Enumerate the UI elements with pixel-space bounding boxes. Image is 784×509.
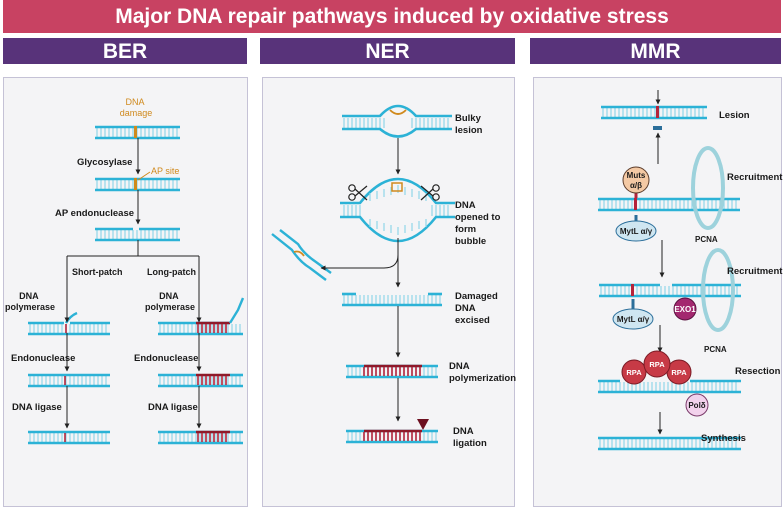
svg-text:RPA: RPA bbox=[649, 360, 665, 369]
mmr-dna-3 bbox=[599, 283, 741, 298]
mytl-protein-1: MytL α/γ bbox=[615, 215, 657, 242]
ber-dna-3 bbox=[95, 227, 180, 242]
svg-text:EXO1: EXO1 bbox=[674, 305, 696, 314]
ber-header: BER bbox=[3, 38, 247, 64]
ber-dna-2 bbox=[95, 177, 180, 192]
dna-ligation-label: DNA ligation bbox=[453, 426, 487, 449]
short-patch-label: Short-patch bbox=[72, 267, 123, 277]
dna-damage-label: DNA damage bbox=[120, 97, 153, 118]
ner-dna-1 bbox=[342, 104, 452, 138]
lesion-cap bbox=[653, 126, 662, 130]
long-patch-label: Long-patch bbox=[147, 267, 196, 277]
scissors-icon-left bbox=[348, 184, 368, 201]
dna-opened-label: DNA opened to form bubble bbox=[455, 200, 503, 247]
mmr-dna-1 bbox=[601, 105, 707, 120]
ner-excised-fragment bbox=[271, 229, 332, 281]
ber-panel bbox=[3, 77, 248, 507]
ner-dna-4 bbox=[346, 364, 438, 379]
svg-text:Polδ: Polδ bbox=[688, 401, 705, 410]
mmr-arrows bbox=[655, 90, 665, 435]
ner-header: NER bbox=[260, 38, 515, 64]
ber-dna-sp-2 bbox=[28, 373, 110, 388]
svg-text:RPA: RPA bbox=[671, 368, 687, 377]
mmr-header: MMR bbox=[530, 38, 781, 64]
dna-polymerization-label: DNA polymerization bbox=[449, 361, 516, 384]
dna-ligase-right-label: DNA ligase bbox=[148, 402, 198, 413]
ber-dna-sp-1 bbox=[28, 321, 110, 336]
ber-dna-lp-3 bbox=[158, 430, 243, 445]
ner-labels: Bulky lesion DNA opened to form bubble D… bbox=[449, 113, 516, 449]
ber-labels: DNA damage Glycosylase AP site AP endonu… bbox=[5, 97, 198, 413]
ap-site-label: AP site bbox=[151, 166, 179, 176]
synthesis-label: Synthesis bbox=[701, 433, 746, 444]
mmr-dna-2 bbox=[598, 197, 740, 212]
svg-text:α/β: α/β bbox=[630, 181, 642, 190]
resection-label: Resection bbox=[735, 366, 781, 377]
endonuclease-left-label: Endonuclease bbox=[11, 353, 75, 364]
ner-dna-5 bbox=[346, 429, 438, 444]
ner-dna-bubble bbox=[340, 177, 455, 243]
ner-arrows bbox=[320, 138, 401, 422]
svg-text:RPA: RPA bbox=[626, 368, 642, 377]
damaged-dna-excised-label: Damaged DNA excised bbox=[455, 291, 500, 326]
mmr-dna-5 bbox=[598, 436, 741, 451]
ner-dna-3 bbox=[342, 292, 442, 307]
scissors-icon-right bbox=[420, 184, 440, 201]
mmr-dna-4 bbox=[598, 379, 741, 394]
dna-ligase-left-label: DNA ligase bbox=[12, 402, 62, 413]
svg-text:Muts: Muts bbox=[627, 171, 646, 180]
mytl-protein-2: MytL α/γ bbox=[612, 299, 654, 330]
ligation-marker bbox=[417, 419, 429, 430]
pcna-label-2: PCNA bbox=[704, 345, 727, 354]
bulky-lesion-label: Bulky lesion bbox=[455, 113, 484, 136]
pcna-ring-1 bbox=[691, 146, 725, 230]
glycosylase-label: Glycosylase bbox=[77, 157, 132, 168]
ap-endonuclease-label: AP endonuclease bbox=[55, 208, 134, 219]
dna-polymerase-right-label: DNA polymerase bbox=[145, 291, 195, 312]
rpa-proteins: RPA RPA RPA bbox=[621, 350, 692, 385]
flap-long-patch bbox=[228, 297, 245, 324]
mmr-labels: Lesion Recruitment Recruitment Resection… bbox=[701, 110, 783, 444]
ber-dna-lp-2 bbox=[158, 373, 243, 388]
ber-dna-lp-1 bbox=[158, 321, 243, 336]
pcna-label-1: PCNA bbox=[695, 235, 718, 244]
ber-arrows bbox=[64, 138, 202, 429]
pcna-ring-2 bbox=[701, 248, 735, 332]
endonuclease-right-label: Endonuclease bbox=[134, 353, 198, 364]
lesion-label: Lesion bbox=[719, 110, 750, 121]
pol-delta-protein: Polδ bbox=[685, 393, 709, 417]
exo1-protein: EXO1 bbox=[673, 297, 697, 321]
flap-short-patch bbox=[64, 311, 78, 324]
svg-text:MytL α/γ: MytL α/γ bbox=[617, 315, 650, 324]
svg-text:MytL α/γ: MytL α/γ bbox=[620, 227, 653, 236]
ber-dna-sp-3 bbox=[28, 430, 110, 445]
recruitment-label-1: Recruitment bbox=[727, 172, 783, 183]
dna-polymerase-left-label: DNA polymerase bbox=[5, 291, 55, 312]
main-title: Major DNA repair pathways induced by oxi… bbox=[3, 0, 781, 33]
ap-site-pointer bbox=[137, 171, 151, 181]
recruitment-label-2: Recruitment bbox=[727, 266, 783, 277]
muts-protein: Muts α/β bbox=[622, 166, 650, 198]
ber-dna-1 bbox=[95, 125, 180, 140]
